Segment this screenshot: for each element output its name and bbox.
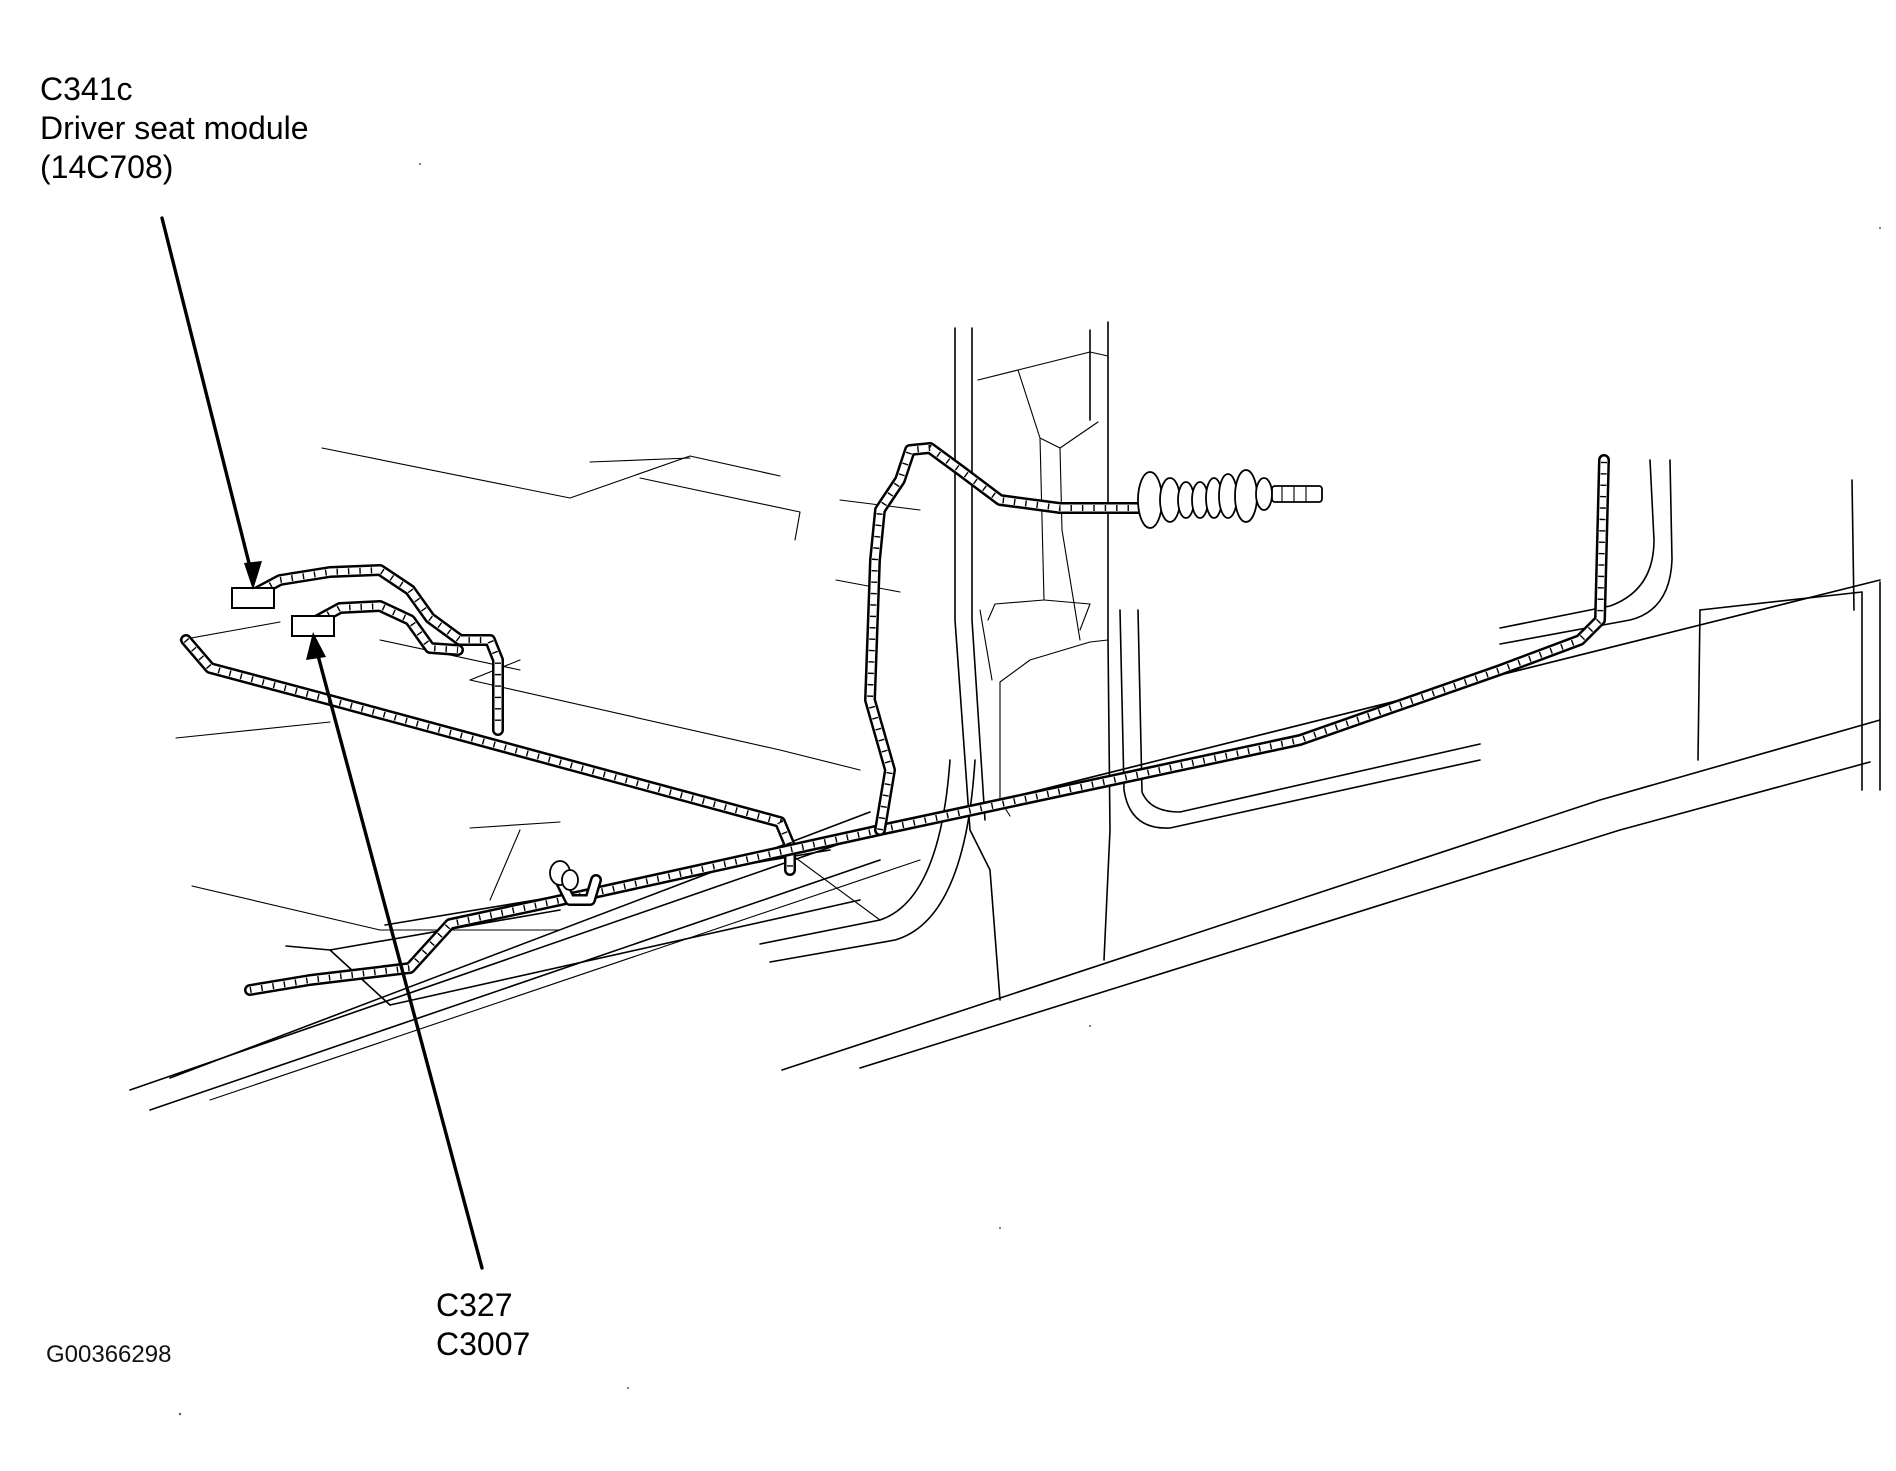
c341c-code: C341c [40, 71, 133, 107]
c3007-code: C3007 [436, 1326, 531, 1363]
c341c-leader-arrow [160, 216, 262, 590]
c341c-description: Driver seat module [40, 110, 309, 147]
wiring-harness [180, 442, 1610, 996]
figure-id: G00366298 [46, 1341, 172, 1368]
c327-leader-arrow [306, 632, 484, 1270]
c327-code: C327 [436, 1287, 513, 1323]
grommet-icon [1137, 469, 1323, 529]
floor-grommet-icon [549, 860, 579, 891]
c341c-connector [231, 587, 275, 609]
c341c-part-number: (14C708) [40, 149, 174, 186]
c341c-callout: C341c Driver seat module (14C708) [40, 70, 309, 187]
scan-specks [178, 163, 1881, 1416]
c327-callout: C327 C3007 [436, 1286, 530, 1364]
